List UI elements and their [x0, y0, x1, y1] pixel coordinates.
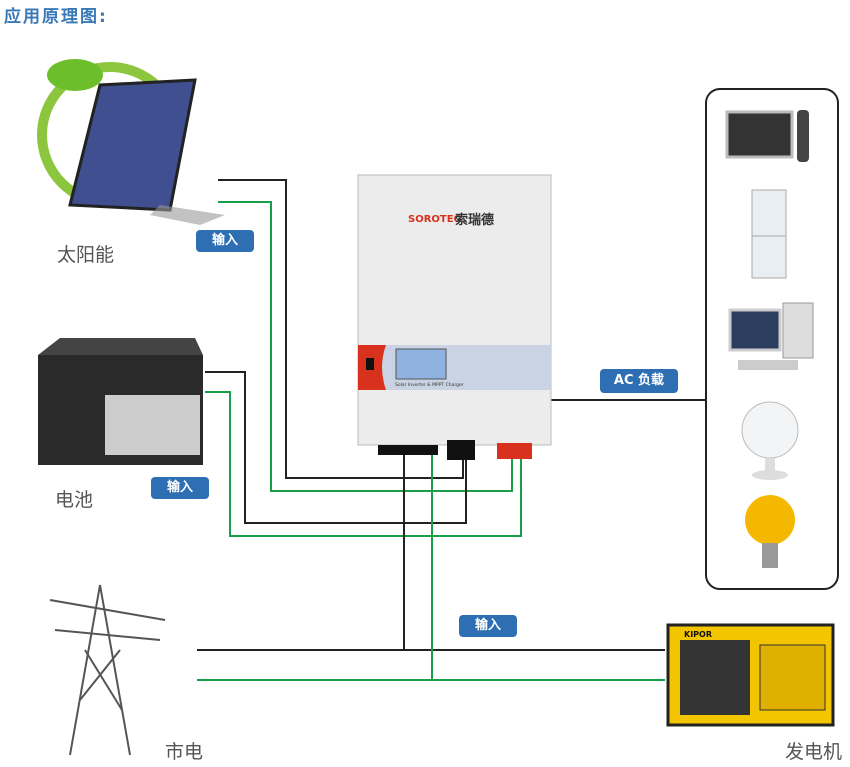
lcd-display: [395, 348, 447, 380]
page-title: 应用原理图:: [4, 7, 108, 27]
ac-load-badge: AC 负载: [600, 369, 678, 393]
tv-icon: [725, 110, 809, 162]
generator-brand-label: KIPOR: [684, 630, 712, 639]
refrigerator-icon: [751, 189, 787, 279]
power-switch: [366, 358, 374, 370]
generator-label: 发电机: [785, 741, 843, 763]
battery-input-badge: 输入: [151, 477, 209, 499]
solar-input-badge: 输入: [196, 230, 254, 252]
grid-label: 市电: [165, 741, 204, 763]
brand-logo-cn: 索瑞德: [455, 212, 494, 228]
inverter-unit: SOROTEC 索瑞德 Solar Inverter & MPPT Charge…: [357, 174, 552, 460]
battery-label: 电池: [55, 489, 94, 511]
generator-icon: KIPOR: [666, 623, 835, 727]
model-text: Solar Inverter & MPPT Charger: [395, 382, 464, 388]
light-bulb-icon: [745, 495, 795, 568]
power-tower-icon: [49, 584, 166, 756]
fan-icon: [741, 401, 799, 480]
computer-icon: [728, 302, 814, 370]
battery-icon: [38, 338, 203, 465]
solar-panel-icon: [37, 59, 225, 225]
brand-logo: SOROTEC: [408, 214, 461, 225]
wires: [197, 179, 706, 681]
grid-input-badge: 输入: [459, 615, 517, 637]
solar-label: 太阳能: [57, 244, 115, 266]
